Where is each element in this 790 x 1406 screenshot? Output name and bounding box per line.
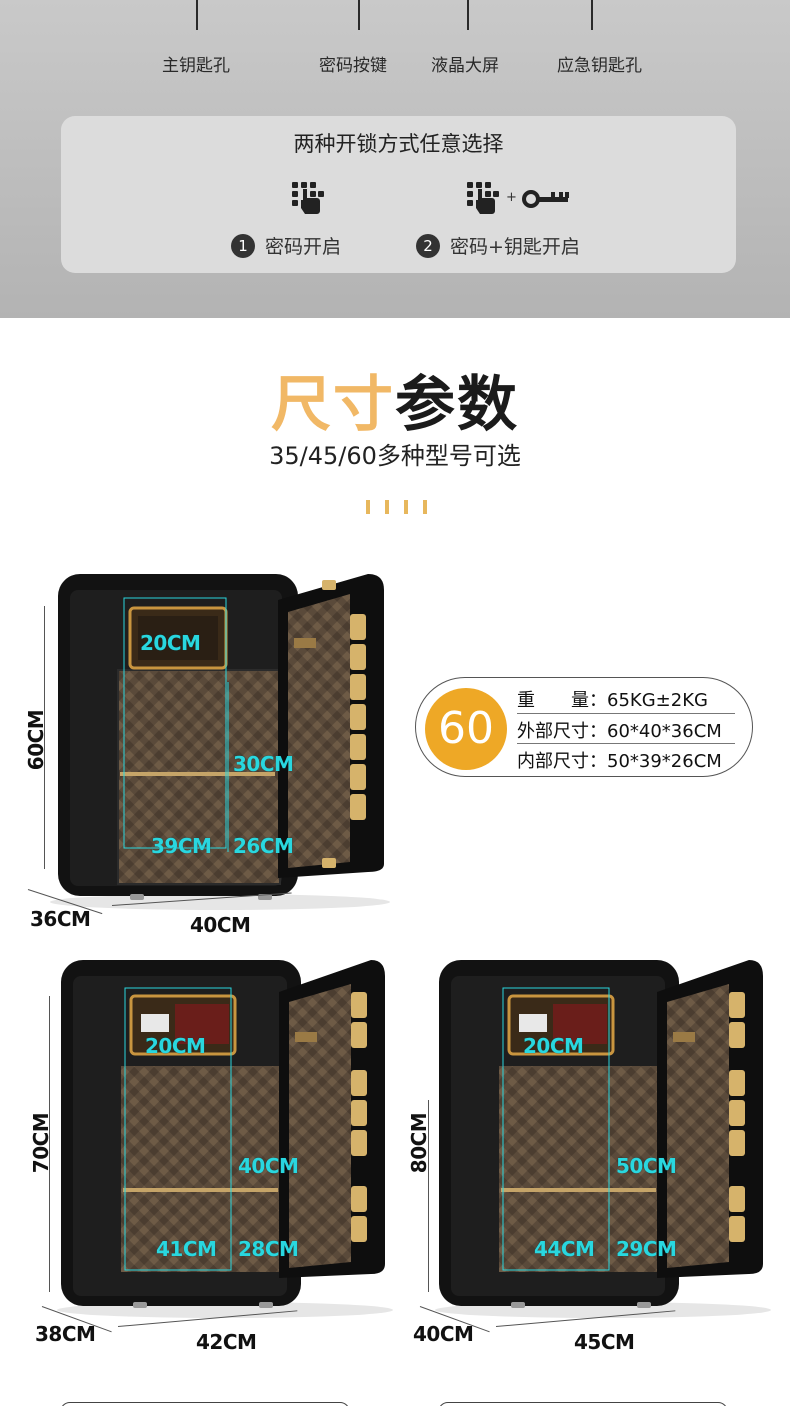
spec-weight: 重 量：65KG±2KG <box>517 686 708 712</box>
safe60-inner-depth: 26CM <box>233 834 294 858</box>
spec-weight-label: 重 量： <box>517 690 607 711</box>
model-number-circle: 60 <box>425 688 507 770</box>
pointer-line <box>467 0 469 30</box>
keypad-hand-icon <box>290 180 326 220</box>
safe80-inner-height: 50CM <box>616 1154 677 1178</box>
main-keyhole-label: 主钥匙孔 <box>162 56 230 76</box>
next-section-pill <box>438 1402 728 1406</box>
gold-tick-divider <box>366 500 428 514</box>
features-band: 主钥匙孔 密码按键 液晶大屏 应急钥匙孔 两种开锁方式任意选择 1 密码开启 <box>0 0 790 318</box>
size-title-gold: 尺寸 <box>271 370 395 440</box>
safe70-inner-height: 40CM <box>238 1154 299 1178</box>
safe80-height: 80CM <box>407 1112 432 1174</box>
size-subtitle: 35/45/60多种型号可选 <box>269 442 521 470</box>
safe80-inner-top: 20CM <box>523 1034 584 1058</box>
spec-inner-label: 内部尺寸： <box>517 751 607 772</box>
pointer-line <box>591 0 593 30</box>
option-1-number: 1 <box>231 233 255 258</box>
pointer-line <box>196 0 198 30</box>
spec-outer-label: 外部尺寸： <box>517 721 607 742</box>
keypad-hand-icon <box>465 180 501 220</box>
safe60-height: 60CM <box>24 709 49 771</box>
emergency-keyhole-label: 应急钥匙孔 <box>557 56 642 76</box>
height-dimension-line <box>44 606 45 869</box>
spec-inner-value: 50*39*26CM <box>607 751 722 772</box>
option-2: 2 密码+钥匙开启 <box>416 232 580 259</box>
size-section-title: 尺寸参数 <box>0 356 790 443</box>
safe70-depth: 38CM <box>35 1322 96 1346</box>
safe60-inner-width: 39CM <box>151 834 212 858</box>
safe-image-70 <box>55 958 395 1320</box>
safe80-depth: 40CM <box>413 1322 474 1346</box>
option-1-label: 密码开启 <box>265 236 342 258</box>
safe60-width: 40CM <box>190 913 251 937</box>
safe70-inner-depth: 28CM <box>238 1237 299 1261</box>
safe60-inner-height: 30CM <box>233 752 294 776</box>
option-1: 1 密码开启 <box>231 232 341 259</box>
safe80-inner-depth: 29CM <box>616 1237 677 1261</box>
safe70-inner-width: 41CM <box>156 1237 217 1261</box>
key-icon <box>521 188 571 214</box>
option-2-number: 2 <box>416 233 440 258</box>
lcd-label: 液晶大屏 <box>431 56 499 76</box>
spec-outer: 外部尺寸：60*40*36CM <box>517 717 722 743</box>
safe70-height: 70CM <box>29 1112 54 1174</box>
spec-separator <box>517 743 735 744</box>
unlock-title: 两种开锁方式任意选择 <box>293 132 504 156</box>
spec-badge: 60 重 量：65KG±2KG 外部尺寸：60*40*36CM 内部尺寸：50*… <box>415 677 753 777</box>
spec-weight-value: 65KG±2KG <box>607 690 708 711</box>
spec-outer-value: 60*40*36CM <box>607 721 722 742</box>
height-dimension-line <box>428 1100 429 1292</box>
safe60-depth: 36CM <box>30 907 91 931</box>
pointer-line <box>358 0 360 30</box>
unlock-methods-panel: 两种开锁方式任意选择 1 密码开启 <box>61 116 736 273</box>
safe80-width: 45CM <box>574 1330 635 1354</box>
safe60-inner-top: 20CM <box>140 631 201 655</box>
safe70-width: 42CM <box>196 1330 257 1354</box>
safe-image-60 <box>50 572 400 912</box>
safe70-inner-top: 20CM <box>145 1034 206 1058</box>
spec-inner: 内部尺寸：50*39*26CM <box>517 747 722 773</box>
option-2-label: 密码+钥匙开启 <box>450 236 580 258</box>
safe-image-80 <box>433 958 773 1320</box>
plus-sign: + <box>506 190 517 205</box>
next-section-pill <box>60 1402 350 1406</box>
height-dimension-line <box>49 996 50 1292</box>
spec-separator <box>517 713 735 714</box>
safe80-inner-width: 44CM <box>534 1237 595 1261</box>
size-title-dark: 参数 <box>395 370 519 440</box>
keypad-label: 密码按键 <box>319 56 387 76</box>
